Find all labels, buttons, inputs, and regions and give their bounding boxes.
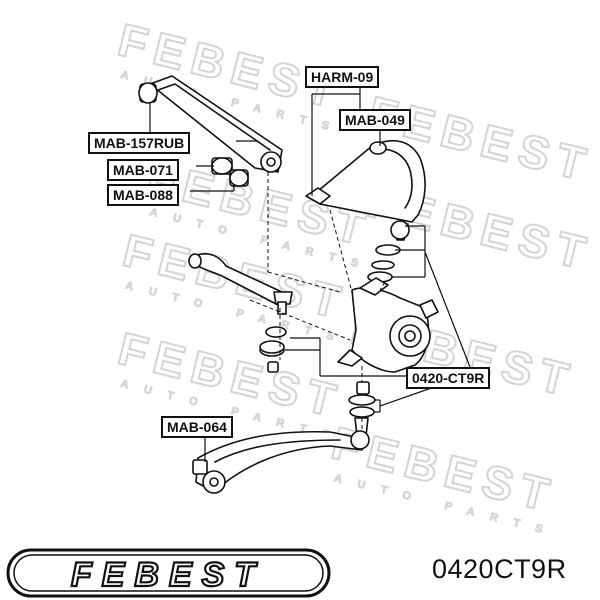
dashed-guides — [249, 172, 386, 430]
part-label-mab-088: MAB-088 — [107, 184, 179, 206]
bushing-mab-088 — [229, 169, 249, 187]
part-label-mab-049: MAB-049 — [339, 109, 411, 131]
logo-wordmark: FEBEST — [71, 556, 265, 594]
leader-lines — [149, 84, 471, 462]
part-label-mab-064: MAB-064 — [161, 416, 233, 438]
upper-rear-link — [138, 75, 283, 173]
lower-rear-arm — [192, 417, 370, 494]
febest-logo: FEBEST — [6, 548, 331, 598]
front-lower-arm — [188, 253, 293, 373]
part-label-harm-09: HARM-09 — [305, 66, 380, 88]
part-label-mab-157rub: MAB-157RUB — [88, 132, 191, 154]
part-number: 0420CT9R — [432, 554, 567, 584]
part-label-0420-ct9r: 0420-CT9R — [406, 367, 491, 389]
lower-ball-joint-rings — [348, 381, 376, 418]
upper-control-arm — [305, 139, 426, 241]
bushing-mab-071 — [211, 157, 233, 175]
part-label-mab-071: MAB-071 — [107, 159, 179, 181]
steering-knuckle — [337, 277, 439, 373]
